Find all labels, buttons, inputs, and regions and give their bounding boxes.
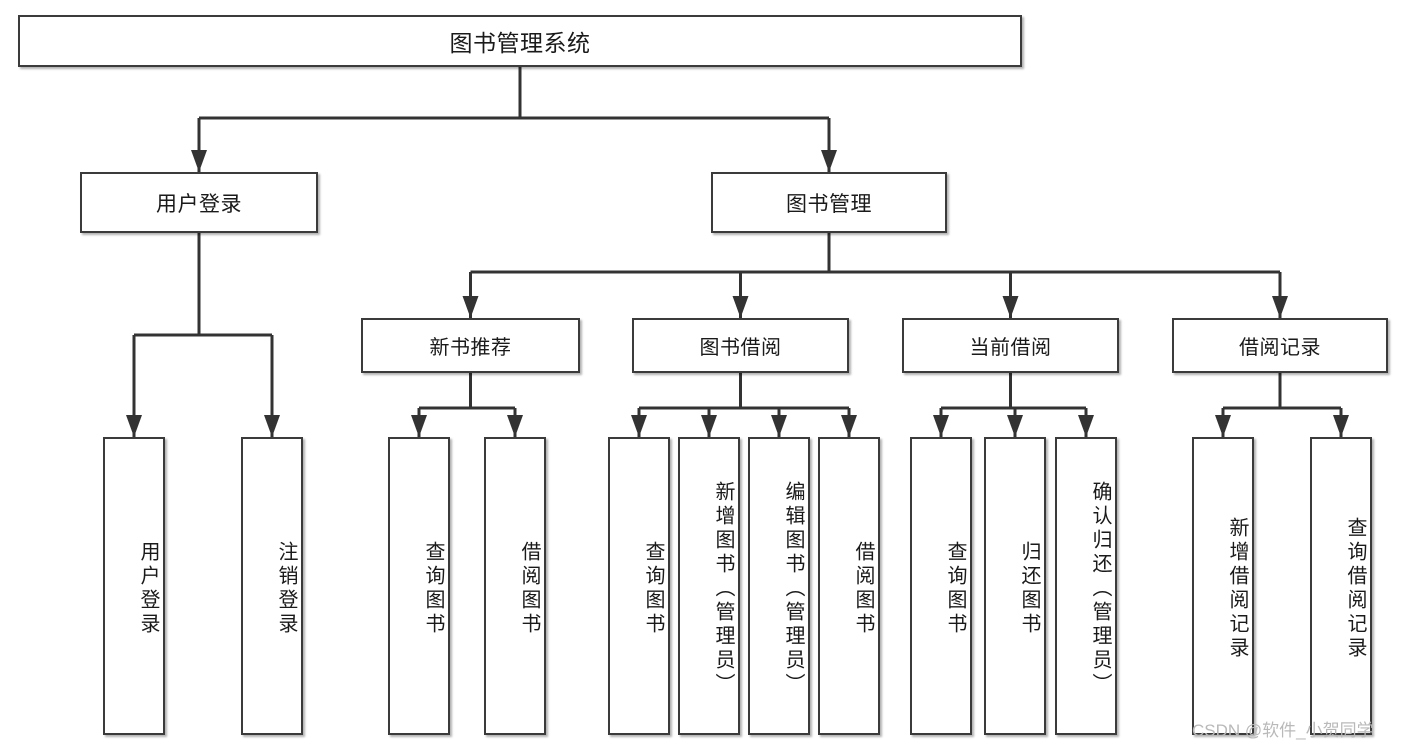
node-label: 当前借阅 [969, 337, 1052, 359]
node-leaf-login-2[interactable]: 注销登录 [241, 437, 303, 735]
node-leaf-login-1[interactable]: 用户登录 [103, 437, 165, 735]
node-bookmgmt[interactable]: 图书管理 [711, 172, 947, 233]
edge-arrowhead [1007, 415, 1023, 437]
edge-arrowhead [933, 415, 949, 437]
node-label: 借阅图书 [852, 541, 874, 637]
node-label: 查询借阅记录 [1344, 517, 1366, 661]
node-login[interactable]: 用户登录 [80, 172, 318, 233]
node-leaf-rec-2[interactable]: 查询借阅记录 [1310, 437, 1372, 735]
edge-arrowhead [411, 415, 427, 437]
edge-arrowhead [701, 415, 717, 437]
csdn-watermark: CSDN @软件_小贺同学 [1192, 721, 1374, 740]
node-label: 用户登录 [156, 192, 242, 216]
node-borrow[interactable]: 图书借阅 [632, 318, 849, 373]
node-label: 图书管理系统 [449, 30, 591, 56]
edge-arrowhead [1002, 296, 1019, 318]
node-newbook[interactable]: 新书推荐 [361, 318, 580, 373]
node-leaf-borrow-4[interactable]: 借阅图书 [818, 437, 880, 735]
edge-arrowhead [191, 150, 207, 172]
node-label: 新增借阅记录 [1226, 517, 1248, 661]
edge-arrowhead [631, 415, 647, 437]
edge-arrowhead [1272, 296, 1288, 318]
node-leaf-borrow-1[interactable]: 查询图书 [608, 437, 670, 735]
edge-arrowhead [507, 415, 523, 437]
node-leaf-new-1[interactable]: 查询图书 [388, 437, 450, 735]
node-label: 用户登录 [137, 541, 159, 637]
node-leaf-cur-1[interactable]: 查询图书 [910, 437, 972, 735]
node-leaf-borrow-3[interactable]: 编辑图书（管理员） [748, 437, 810, 735]
node-label: 确认归还（管理员） [1089, 481, 1111, 697]
node-label: 查询图书 [422, 541, 444, 637]
node-label: 图书借阅 [699, 337, 782, 359]
edge-arrowhead [1078, 415, 1094, 437]
node-label: 借阅记录 [1239, 337, 1321, 359]
node-label: 新增图书（管理员） [712, 481, 734, 697]
edge-arrowhead [732, 296, 749, 318]
node-leaf-rec-1[interactable]: 新增借阅记录 [1192, 437, 1254, 735]
edge-arrowhead [264, 415, 280, 437]
node-root[interactable]: 图书管理系统 [18, 15, 1022, 67]
edge-arrowhead [821, 150, 837, 172]
node-leaf-cur-3[interactable]: 确认归还（管理员） [1055, 437, 1117, 735]
node-label: 新书推荐 [429, 337, 512, 359]
node-label: 注销登录 [275, 541, 297, 637]
edge-arrowhead [841, 415, 857, 437]
node-label: 归还图书 [1018, 541, 1040, 637]
node-leaf-cur-2[interactable]: 归还图书 [984, 437, 1046, 735]
node-leaf-new-2[interactable]: 借阅图书 [484, 437, 546, 735]
node-label: 查询图书 [944, 541, 966, 637]
node-label: 编辑图书（管理员） [782, 481, 804, 697]
edge-arrowhead [462, 296, 479, 318]
edge-arrowhead [1333, 415, 1349, 437]
edge-arrowhead [1215, 415, 1231, 437]
node-label: 查询图书 [642, 541, 664, 637]
edge-arrowhead [771, 415, 787, 437]
edge-arrowhead [126, 415, 142, 437]
node-current[interactable]: 当前借阅 [902, 318, 1119, 373]
node-label: 借阅图书 [518, 541, 540, 637]
node-leaf-borrow-2[interactable]: 新增图书（管理员） [678, 437, 740, 735]
node-records[interactable]: 借阅记录 [1172, 318, 1388, 373]
node-label: 图书管理 [786, 192, 872, 216]
